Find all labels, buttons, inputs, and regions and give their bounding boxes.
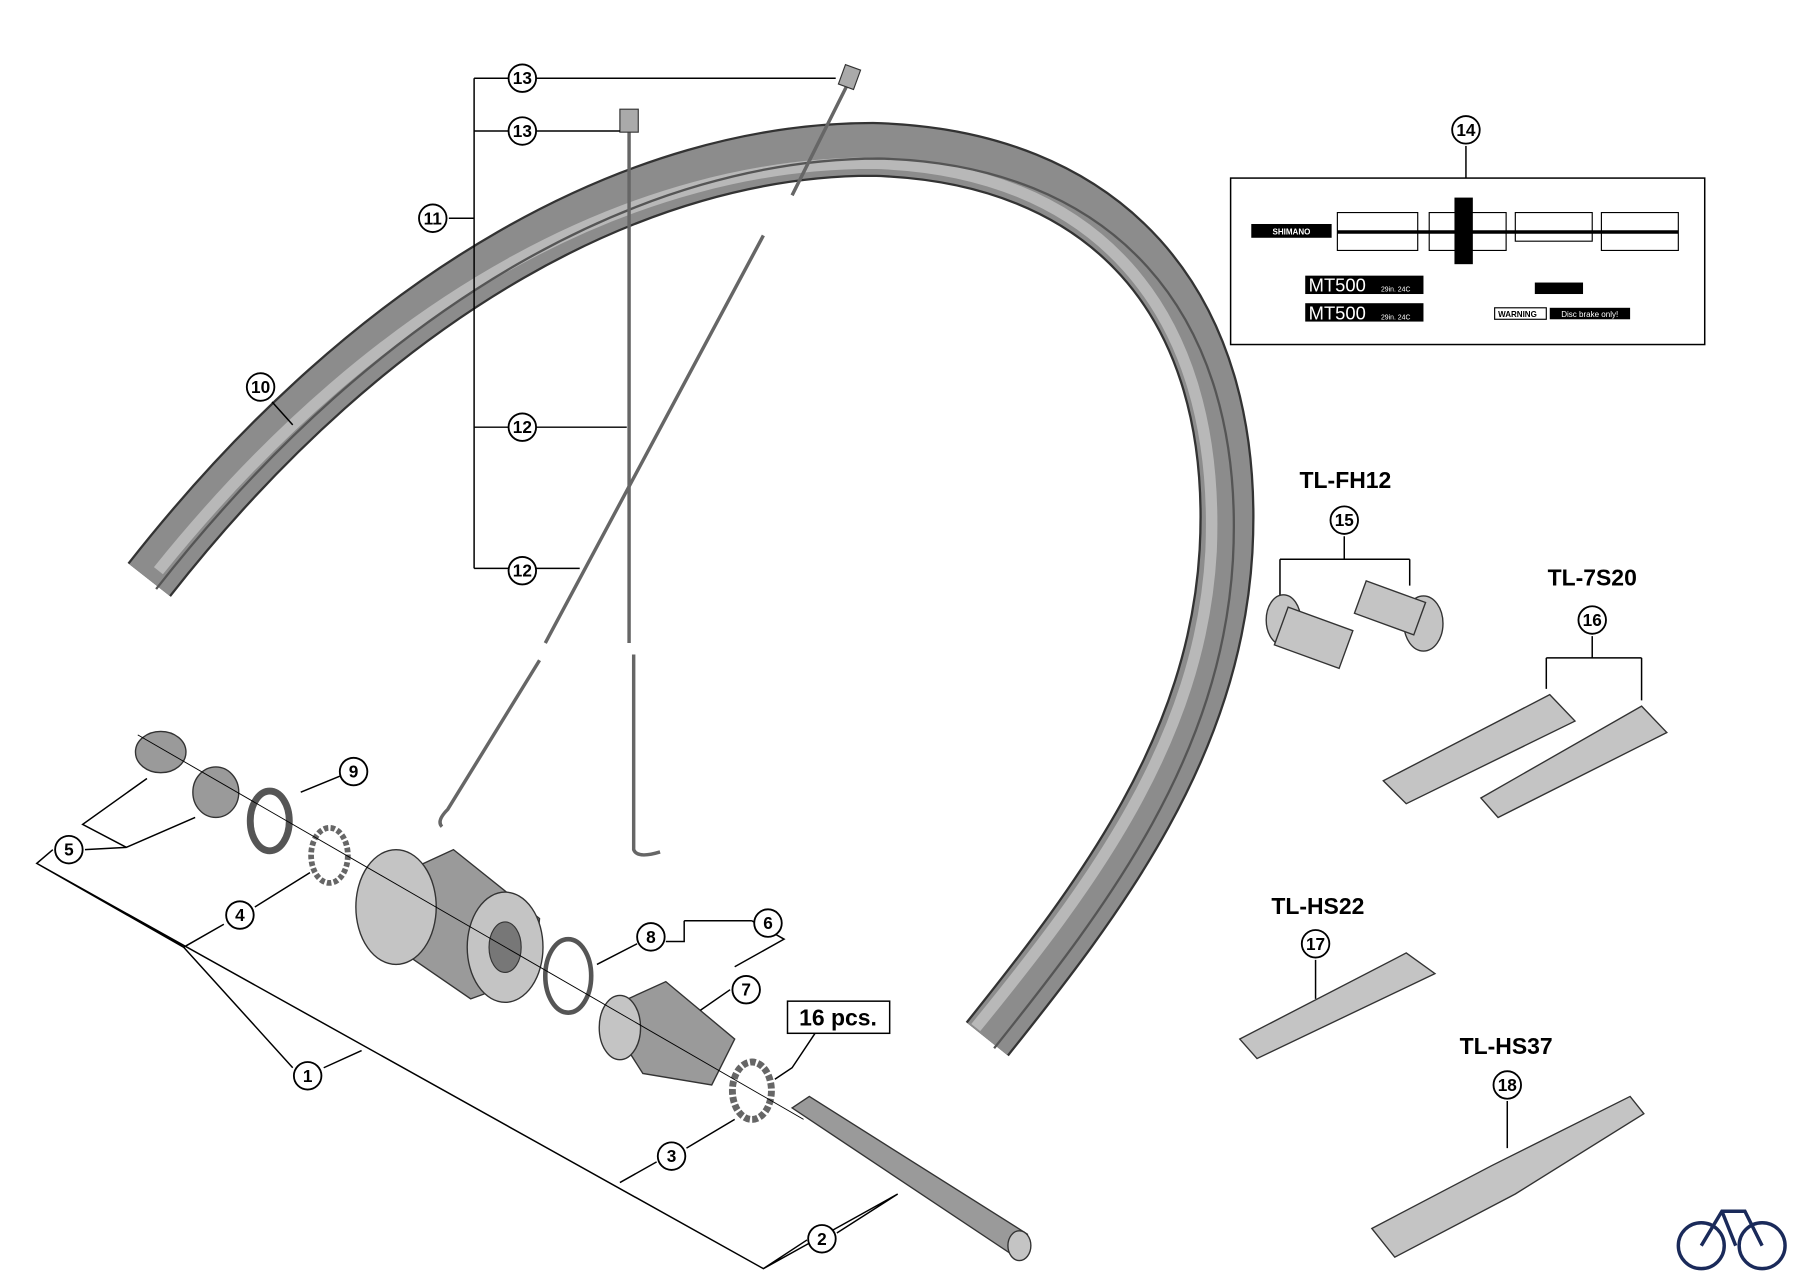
tool-label-tl-fh12: TL-FH12 [1300,467,1392,493]
callout-17: 17 [1300,929,1331,959]
callout-16: 16 [1577,605,1607,635]
tl-hs22-tool [1238,952,1437,1060]
tools [1238,580,1668,1259]
svg-text:16: 16 [1583,610,1602,630]
decal-model-2: MT500 [1309,302,1366,323]
callout-5: 5 [54,834,84,865]
svg-text:7: 7 [741,980,751,1000]
decal-brand: SHIMANO [1273,227,1311,236]
decal-center-mark [1454,197,1473,265]
svg-text:1: 1 [303,1066,313,1086]
callout-2: 2 [807,1224,837,1254]
decal-size-2: 29in. 24C [1381,314,1410,321]
callout-15: 15 [1329,505,1359,535]
svg-text:15: 15 [1335,510,1355,530]
svg-text:4: 4 [235,905,245,925]
bicycle-icon [1676,1209,1787,1271]
decal-disc-brake: Disc brake only! [1561,310,1618,319]
svg-text:18: 18 [1498,1075,1518,1095]
callout-7: 7 [731,974,761,1005]
callout-4: 4 [225,900,255,930]
svg-text:2: 2 [817,1229,827,1249]
callout-1: 1 [292,1061,323,1091]
svg-text:17: 17 [1306,934,1325,954]
decal-model-1: MT500 [1309,275,1366,296]
decal-size-1: 29in. 24C [1381,287,1410,294]
svg-text:6: 6 [763,913,773,933]
tl-7s20-tool [1382,693,1668,819]
svg-text:3: 3 [667,1146,677,1166]
callout-9: 9 [338,756,369,787]
svg-text:13: 13 [513,68,532,88]
svg-text:12: 12 [513,417,532,437]
callout-12b: 12 [507,555,538,586]
tool-label-tl-hs22: TL-HS22 [1271,893,1364,919]
callout-10: 10 [245,372,276,402]
tool-label-tl-7s20: TL-7S20 [1548,565,1637,591]
svg-text:10: 10 [251,377,270,397]
svg-text:11: 11 [424,208,443,228]
balls-quantity-note: 16 pcs. [799,1004,877,1030]
spokes [438,63,862,857]
svg-text:13: 13 [513,121,532,141]
decal-warning: WARNING [1498,310,1537,319]
tl-hs37-tool [1370,1095,1645,1259]
callout-12a: 12 [507,412,538,442]
tool-label-tl-hs37: TL-HS37 [1460,1033,1553,1059]
svg-text:9: 9 [349,762,359,782]
callout-18: 18 [1492,1070,1522,1100]
callout-6: 6 [753,908,783,938]
callout-14: 14 [1451,115,1481,145]
callout-13a: 13 [507,63,538,93]
decal-sheet: SHIMANO MT500 29in. 24C MT500 29in. 24C … [1251,197,1679,323]
svg-text:8: 8 [646,927,656,947]
rim [127,121,1255,1057]
hub-parts [134,730,1032,1262]
callout-13b: 13 [507,116,538,146]
svg-text:12: 12 [513,561,532,581]
tl-fh12-tool [1265,580,1444,670]
leader-lines [35,77,1706,1270]
callout-8: 8 [636,922,666,952]
svg-text:5: 5 [64,840,74,860]
callout-11: 11 [418,203,448,233]
callout-3: 3 [656,1141,687,1171]
svg-text:14: 14 [1456,120,1476,140]
